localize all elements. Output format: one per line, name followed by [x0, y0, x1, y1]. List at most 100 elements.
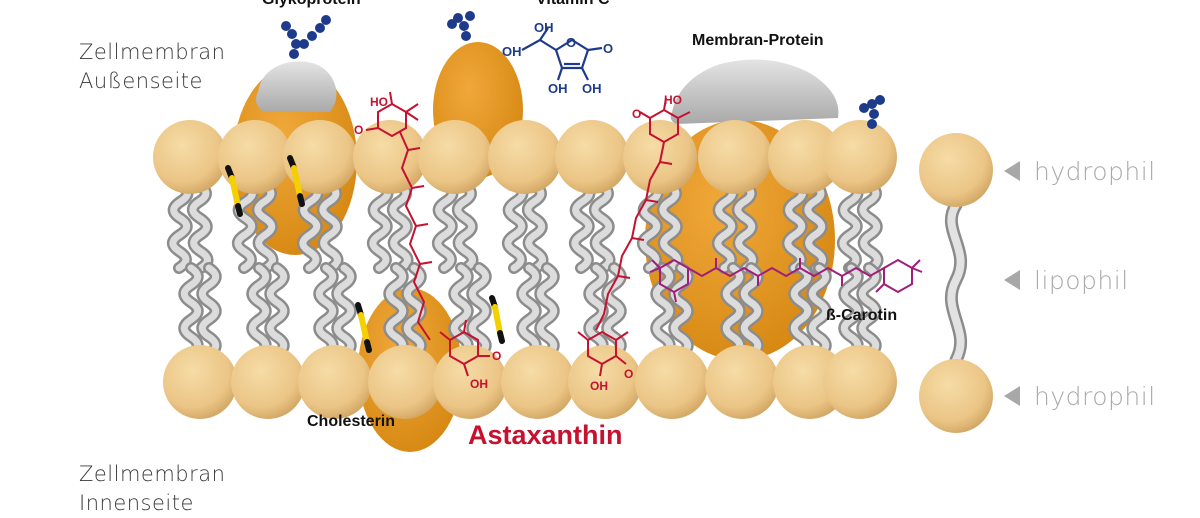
- lipid-tail: [450, 264, 472, 358]
- lipid-head: [218, 120, 292, 194]
- lipid-head: [163, 345, 237, 419]
- lipid-tail: [571, 181, 593, 272]
- lipid-tail: [315, 264, 337, 358]
- lipid-tail: [518, 264, 540, 358]
- lipid-tail: [859, 181, 881, 272]
- lipid-tail: [385, 264, 407, 358]
- outer-side-line1: Zellmembran: [79, 40, 226, 64]
- cholesterin-mark: [355, 302, 372, 353]
- lipid-tail: [389, 181, 411, 272]
- zone-hydrophil-bottom: hydrophil: [1004, 382, 1156, 411]
- inner-side-line2: Innenseite: [79, 491, 194, 515]
- carotin-label: ß-Carotin: [826, 307, 898, 324]
- lipid-tail: [299, 181, 321, 272]
- vitamin-c-sugar-chain: [447, 11, 475, 41]
- lipid-tail: [722, 264, 744, 358]
- lipid-tail: [652, 264, 674, 358]
- vitc-o-ring: O: [566, 35, 576, 50]
- lipid-head: [298, 345, 372, 419]
- lipid-head: [283, 120, 357, 194]
- carotin-molecule: [649, 258, 923, 303]
- cholesterin-label: Cholesterin: [307, 413, 396, 430]
- lipid-head: [768, 120, 842, 194]
- lipid-head: [635, 345, 709, 419]
- membran-protein-sugar-chain: [859, 95, 885, 129]
- lipid-tail: [659, 181, 681, 272]
- zone-lipophil: lipophil: [1004, 266, 1129, 295]
- lipid-tail: [189, 181, 211, 272]
- lipid-head: [555, 120, 629, 194]
- cholesterin-molecules: [225, 155, 505, 353]
- astax-l-oh: OH: [470, 377, 488, 391]
- vitamin-c-label: Vitamin C: [536, 0, 610, 9]
- astaxanthin-label: Astaxanthin: [468, 420, 623, 450]
- vitamin-c-atoms: OH OH O O OH OH: [502, 20, 613, 96]
- astax-r-ho: HO: [664, 93, 682, 107]
- astaxanthin-left-atoms: HO O O OH: [354, 95, 501, 391]
- lipid-head: [705, 345, 779, 419]
- lipid-tail: [169, 181, 191, 272]
- membran-protein-label: Membran-Protein: [692, 32, 824, 49]
- lipid-head: [488, 120, 562, 194]
- lipid-tail: [740, 264, 762, 358]
- lipid-head: [231, 345, 305, 419]
- astax-r-o-top: O: [632, 107, 641, 121]
- triangle-left-icon: [1004, 161, 1020, 181]
- lipid-heads: [153, 120, 897, 419]
- outer-side-line2: Außenseite: [79, 69, 203, 93]
- cholesterin-mark: [489, 295, 505, 344]
- lipid-tail: [254, 181, 276, 272]
- lipid-tails: [166, 179, 884, 360]
- cholesterin-mark: [225, 165, 243, 217]
- lipid-tail: [808, 264, 830, 358]
- lipid-tail: [234, 181, 256, 272]
- lipid-tail: [504, 181, 526, 272]
- lipid-tail: [369, 181, 391, 272]
- triangle-left-icon: [1004, 270, 1020, 290]
- lipid-tail: [524, 181, 546, 272]
- lipid-tail: [180, 264, 202, 358]
- glykoprotein-sugar-chain: [281, 15, 331, 59]
- lipid-head: [698, 120, 772, 194]
- legend-lipid: [919, 133, 993, 433]
- astaxanthin-right-atoms: HO O OH O: [590, 93, 682, 393]
- lipid-tail: [840, 264, 862, 358]
- lipid-head: [368, 345, 442, 419]
- lipid-tail: [591, 181, 613, 272]
- legend-head-top: [919, 133, 993, 207]
- astax-r-oh: OH: [590, 379, 608, 393]
- triangle-left-icon: [1004, 386, 1020, 406]
- lipid-tail: [790, 264, 812, 358]
- lipid-head: [501, 345, 575, 419]
- legend-lipid-tail-highlight: [947, 201, 965, 364]
- cholesterin-mark: [287, 155, 305, 207]
- lipid-tail: [603, 264, 625, 358]
- lipid-tail: [839, 181, 861, 272]
- legend-head-bottom: [919, 359, 993, 433]
- lipid-tail: [434, 181, 456, 272]
- lipid-tail: [585, 264, 607, 358]
- lipid-tail: [468, 264, 490, 358]
- outer-side-label: Zellmembran Außenseite: [79, 38, 225, 96]
- lipid-tail: [670, 264, 692, 358]
- lipid-tail: [266, 264, 288, 358]
- astax-r-o-bottom: O: [624, 367, 633, 381]
- lipid-head: [418, 120, 492, 194]
- lipid-tail: [319, 181, 341, 272]
- vitamin-c-molecule: [521, 27, 603, 81]
- vitc-o-keto: O: [603, 41, 613, 56]
- zone-lipophil-text: lipophil: [1034, 266, 1129, 295]
- zone-hydrophil-bottom-text: hydrophil: [1034, 382, 1156, 411]
- zone-hydrophil-top: hydrophil: [1004, 157, 1156, 186]
- lipid-head: [433, 345, 507, 419]
- vitc-oh-1: OH: [534, 20, 554, 35]
- lipid-tail: [454, 181, 476, 272]
- lipid-tail: [804, 181, 826, 272]
- glykoprotein-label: Glykoprotein: [262, 0, 361, 9]
- lipid-tail: [714, 181, 736, 272]
- lipid-tail: [198, 264, 220, 358]
- astaxanthin-right-molecule: [577, 97, 691, 377]
- membran-protein-cap: [670, 59, 839, 124]
- lipid-tail: [248, 264, 270, 358]
